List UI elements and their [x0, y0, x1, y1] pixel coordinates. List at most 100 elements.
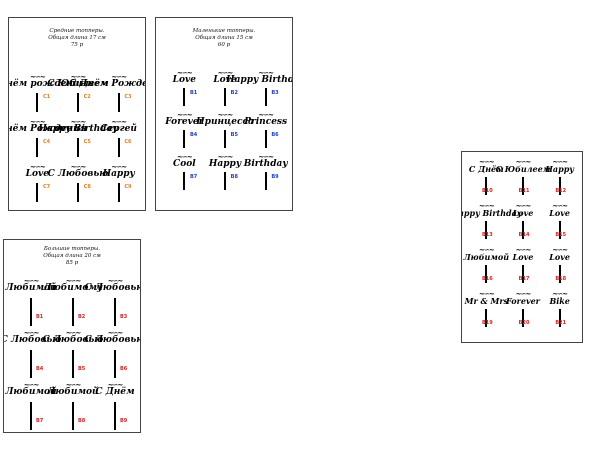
item-code: B13: [482, 232, 493, 238]
item-code: B18: [555, 276, 567, 282]
topper-word: С Любовью: [47, 169, 109, 179]
topper-stick: [114, 350, 116, 378]
topper-lettering: ~∽~Love: [25, 162, 49, 179]
topper-lettering: ~∽~С Юбилеем: [47, 72, 109, 89]
item-code: B15: [555, 232, 567, 238]
flourish-ornament-icon: ~∽~: [217, 110, 234, 119]
item-code: C9: [124, 184, 132, 190]
item-code: B14: [518, 232, 530, 238]
flourish-ornament-icon: ~∽~: [217, 152, 234, 161]
item-code: C6: [124, 139, 132, 145]
topper-lettering: ~∽~Love: [172, 68, 196, 85]
topper-stick: [183, 130, 186, 148]
topper-lettering: ~∽~С Днём Рождения: [69, 73, 145, 89]
topper-lettering: ~∽~Mr & Mrs: [465, 289, 508, 305]
topper-stick: [558, 177, 561, 195]
topper-stick: [558, 221, 561, 239]
topper-stick: [30, 298, 32, 326]
topper-word: Love: [172, 75, 196, 85]
topper-word: С Днём: [95, 387, 135, 397]
topper-lettering: ~∽~Love: [549, 202, 570, 217]
item-code: B3: [120, 314, 128, 320]
item-code: B2: [230, 90, 238, 96]
topper-lettering: ~∽~С Любовью: [47, 163, 109, 179]
item-code: B2: [78, 314, 86, 320]
flourish-ornament-icon: ~∽~: [111, 117, 127, 126]
flourish-ornament-icon: ~∽~: [552, 157, 568, 166]
topper-lettering: ~∽~Happy Birthday: [226, 69, 293, 85]
flourish-ornament-icon: ~∽~: [177, 68, 193, 77]
topper-lettering: ~∽~С Днём: [95, 380, 135, 397]
sheet-subtitle: Общая длина 17 см: [48, 34, 106, 41]
topper-lettering: ~∽~Принцесса: [196, 110, 254, 127]
topper-stick: [36, 138, 39, 157]
flourish-ornament-icon: ~∽~: [30, 162, 46, 171]
topper-stick: [36, 93, 39, 112]
topper-word: С Любовью: [42, 335, 104, 345]
flourish-ornament-icon: ~∽~: [177, 110, 193, 119]
flourish-ornament-icon: ~∽~: [479, 245, 495, 254]
topper-stick: [30, 402, 32, 430]
catalog-sheet-small: Маленькие топперы. Общая длина 15 см 60 …: [155, 17, 293, 211]
topper-word: Love: [512, 252, 534, 262]
flourish-ornament-icon: ~∽~: [107, 380, 124, 389]
catalog-sheet-medium: Средние топперы. Общая длина 17 см 75 р …: [8, 17, 146, 211]
topper-word: С Юбилеем: [47, 79, 109, 89]
flourish-ornament-icon: ~∽~: [479, 157, 495, 166]
topper-stick: [117, 183, 120, 202]
topper-stick: [485, 309, 488, 327]
flourish-ornament-icon: ~∽~: [479, 201, 495, 210]
topper-word: Любимому: [43, 283, 103, 293]
sheet-price: 85 р: [65, 259, 79, 266]
topper-lettering: ~∽~С Днём Рождения: [9, 117, 87, 134]
flourish-ornament-icon: ~∽~: [30, 117, 46, 126]
topper-word: Princess: [244, 117, 288, 127]
topper-stick: [485, 221, 488, 239]
topper-word: Happy Birthday: [226, 75, 293, 85]
sheet-header: Маленькие топперы. Общая длина 15 см 60 …: [156, 18, 292, 49]
item-code: C8: [83, 184, 91, 190]
topper-word: Сергей: [100, 124, 137, 134]
topper-stick: [521, 309, 524, 327]
flourish-ornament-icon: ~∽~: [515, 245, 532, 254]
flourish-ornament-icon: ~∽~: [65, 276, 82, 285]
flourish-ornament-icon: ~∽~: [70, 72, 87, 81]
topper-lettering: ~∽~С Любовью: [42, 329, 104, 345]
topper-stick: [264, 172, 267, 190]
topper-stick: [117, 138, 120, 157]
flourish-ornament-icon: ~∽~: [65, 380, 82, 389]
topper-stick: [485, 265, 488, 283]
topper-word: С Днём Рождения: [9, 124, 87, 134]
sheet-subtitle: Общая длина 20 см: [43, 252, 101, 259]
flourish-ornament-icon: ~∽~: [258, 152, 274, 161]
topper-lettering: ~∽~Любимой: [5, 381, 56, 397]
sheet-subtitle: Общая длина 15 см: [195, 34, 253, 41]
topper-stick: [114, 402, 116, 430]
topper-stick: [223, 88, 226, 106]
topper-lettering: ~∽~Princess: [244, 111, 288, 127]
topper-word: Love: [25, 169, 49, 179]
topper-word: С Любовью: [84, 283, 141, 293]
item-code: B5: [230, 132, 238, 138]
topper-stick: [521, 221, 524, 239]
sheet-title: Средние топперы.: [49, 28, 105, 34]
item-code: B16: [482, 276, 493, 282]
flourish-ornament-icon: ~∽~: [479, 289, 495, 298]
flourish-ornament-icon: ~∽~: [107, 328, 124, 337]
